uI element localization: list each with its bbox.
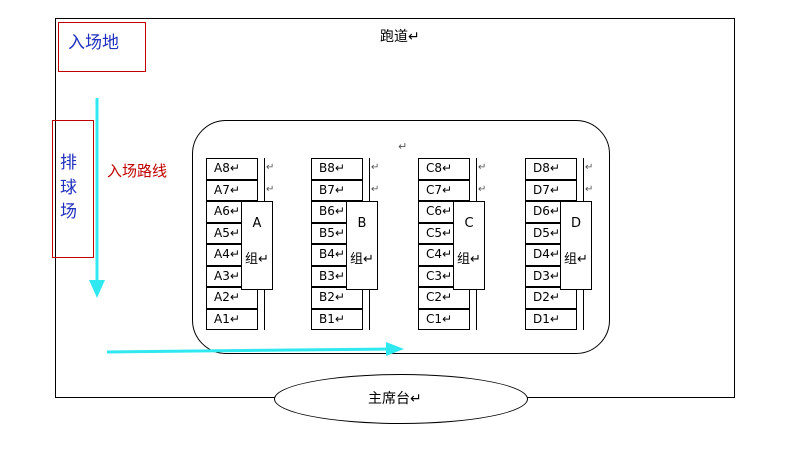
court-cell-c8: C8↵ [418,158,470,180]
group-word: 组↵ [245,252,269,267]
group-box-d: D 组↵ [560,201,592,290]
main-stand-ellipse [274,374,528,424]
track-label: 跑道↵ [380,29,420,45]
group-box-a: A 组↵ [241,201,273,290]
court-cell-d2: D2↵ [525,287,577,309]
court-cell-d7: D7↵ [525,179,577,201]
paragraph-mark: ↵ [478,183,487,195]
paragraph-mark: ↵ [266,162,275,173]
court-cell-b8: B8↵ [311,158,363,180]
group-letter: D [570,216,581,231]
paragraph-mark: ↵ [398,140,408,153]
court-cell-a8: A8↵ [206,158,258,180]
warmup-court-char-1: 排 [60,153,77,173]
paragraph-mark: ↵ [585,162,594,173]
court-cell-b2: B2↵ [311,287,363,309]
paragraph-mark: ↵ [478,162,487,173]
warmup-court-box [52,120,94,258]
route-arrow-right-head [386,342,404,356]
group-letter: C [464,216,474,231]
main-stand-label: 主席台↵ [368,391,422,407]
court-cell-d1: D1↵ [525,308,577,330]
group-box-c: C 组↵ [453,201,485,290]
paragraph-mark: ↵ [266,183,275,195]
court-cell-a1: A1↵ [206,308,258,330]
entry-route-label: 入场路线 [107,162,168,180]
entry-area-box [58,22,146,72]
group-letter: A [252,216,262,231]
warmup-court-char-2: 球 [60,178,77,198]
court-cell-c7: C7↵ [418,179,470,201]
court-cell-d8: D8↵ [525,158,577,180]
paragraph-mark: ↵ [371,162,380,173]
paragraph-mark: ↵ [371,183,380,195]
warmup-court-char-3: 场 [60,202,77,222]
group-word: 组↵ [457,252,481,267]
entry-area-label: 入场地 [68,33,119,53]
court-cell-a2: A2↵ [206,287,258,309]
court-cell-b7: B7↵ [311,179,363,201]
court-cell-a7: A7↵ [206,179,258,201]
group-word: 组↵ [350,252,374,267]
court-cell-c2: C2↵ [418,287,470,309]
court-cell-c1: C1↵ [418,308,470,330]
group-box-b: B 组↵ [346,201,378,290]
group-word: 组↵ [564,252,588,267]
route-arrow-right-shaft [106,347,389,354]
route-arrow-down-head [89,280,105,298]
court-area [192,120,610,354]
group-letter: B [357,216,367,231]
paragraph-mark: ↵ [585,183,594,195]
court-cell-b1: B1↵ [311,308,363,330]
